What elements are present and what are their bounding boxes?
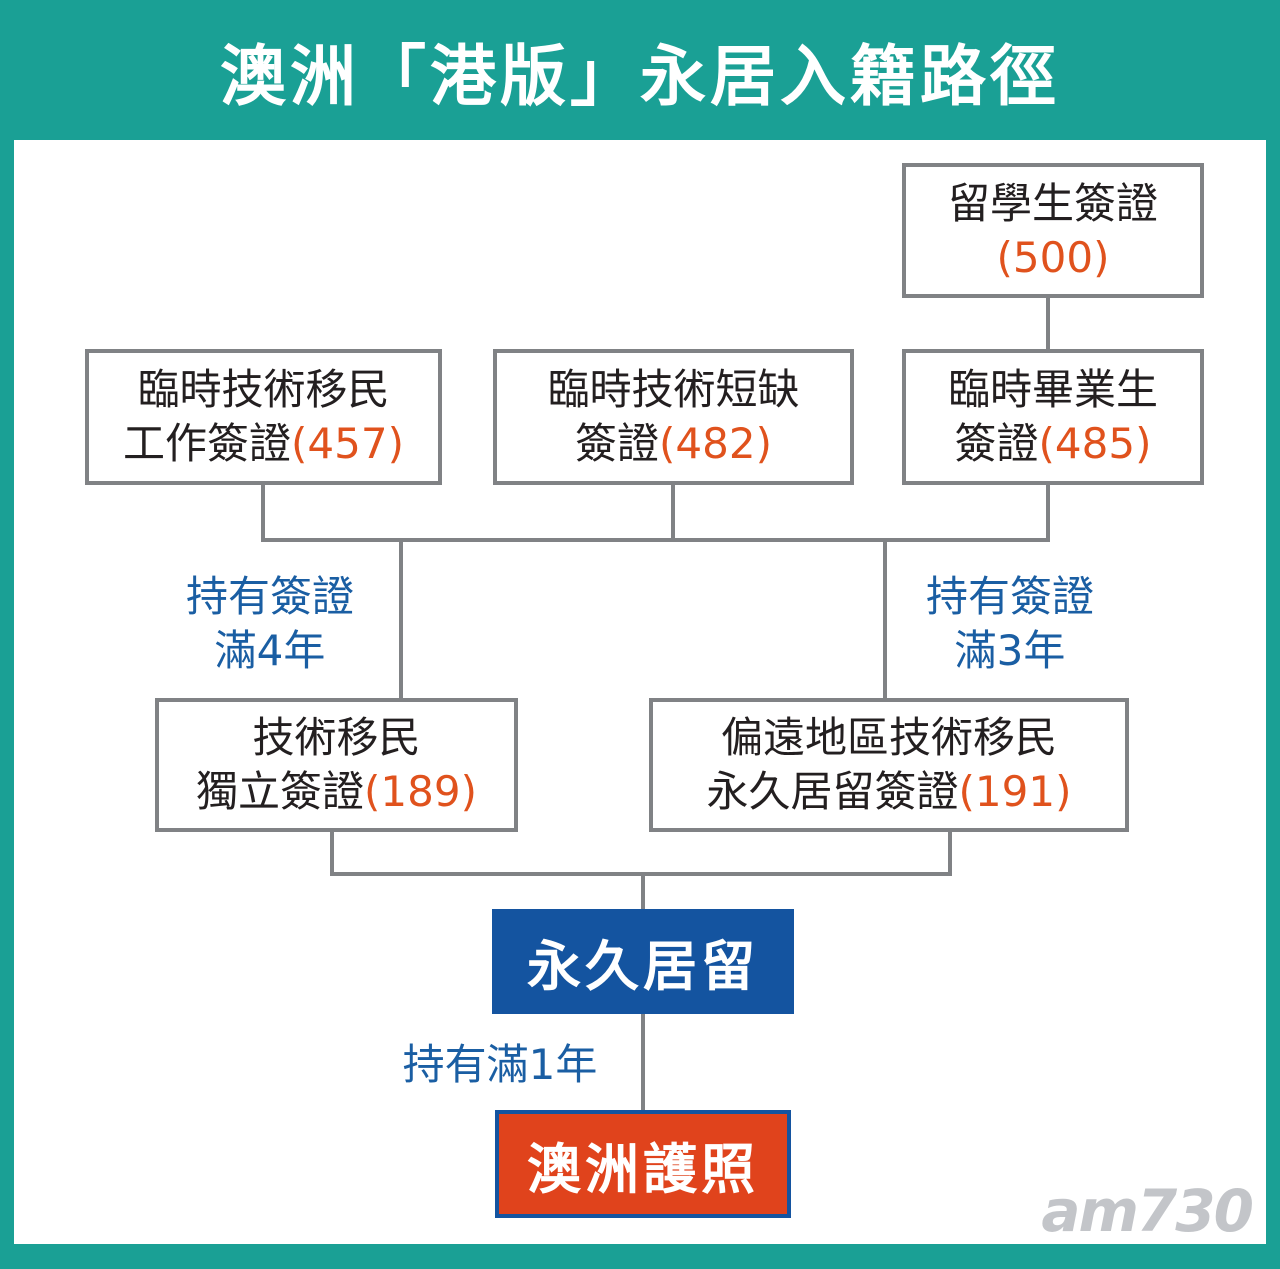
note-left-line1: 持有簽證 xyxy=(185,572,354,621)
box-191-line2-wrap: 永久居留簽證(191) xyxy=(707,765,1072,819)
box-student-visa-500: 留學生簽證 (500) xyxy=(902,163,1204,298)
box-482-line2-wrap: 簽證(482) xyxy=(575,417,772,471)
box-485-line2: 簽證 xyxy=(954,419,1039,468)
box-457-code: (457) xyxy=(291,419,404,468)
box-visa-482: 臨時技術短缺 簽證(482) xyxy=(493,349,854,485)
box-visa-191: 偏遠地區技術移民 永久居留簽證(191) xyxy=(649,698,1129,832)
box-457-line2: 工作簽證 xyxy=(123,419,292,468)
note-right-line1: 持有簽證 xyxy=(925,572,1094,621)
box-485-code: (485) xyxy=(1038,419,1152,468)
box-191-code: (191) xyxy=(958,767,1072,816)
box-visa-457: 臨時技術移民 工作簽證(457) xyxy=(85,349,442,485)
box-485-line2-wrap: 簽證(485) xyxy=(955,417,1152,471)
note-1-year: 持有滿1年 xyxy=(402,1040,598,1089)
box-189-code: (189) xyxy=(364,767,477,816)
box-visa-485: 臨時畢業生 簽證(485) xyxy=(902,349,1204,485)
box-482-code: (482) xyxy=(659,419,772,468)
diagram-panel xyxy=(14,140,1266,1244)
box-457-line2-wrap: 工作簽證(457) xyxy=(123,417,404,471)
box-student-code: (500) xyxy=(996,232,1110,282)
am730-logo-watermark: am730 xyxy=(1041,1177,1254,1245)
box-student-line1: 留學生簽證 xyxy=(947,178,1158,228)
note-left-line2: 滿4年 xyxy=(214,626,326,675)
box-482-line2: 簽證 xyxy=(575,419,660,468)
note-3-years: 持有簽證 滿3年 xyxy=(900,570,1120,678)
diagram-title: 澳洲「港版」永居入籍路徑 xyxy=(220,38,1060,115)
permanent-residence-box: 永久居留 xyxy=(492,909,794,1014)
box-457-line1: 臨時技術移民 xyxy=(137,365,390,414)
box-visa-189: 技術移民 獨立簽證(189) xyxy=(155,698,518,832)
australian-passport-box: 澳洲護照 xyxy=(495,1110,791,1218)
box-189-line1: 技術移民 xyxy=(252,713,421,762)
box-482-line1: 臨時技術短缺 xyxy=(547,365,800,414)
box-191-line1: 偏遠地區技術移民 xyxy=(720,713,1057,762)
box-485-line1: 臨時畢業生 xyxy=(947,365,1158,414)
box-189-line2: 獨立簽證 xyxy=(196,767,365,816)
box-189-line2-wrap: 獨立簽證(189) xyxy=(196,765,477,819)
note-4-years: 持有簽證 滿4年 xyxy=(160,570,380,678)
box-191-line2: 永久居留簽證 xyxy=(706,767,959,816)
note-right-line2: 滿3年 xyxy=(954,626,1066,675)
